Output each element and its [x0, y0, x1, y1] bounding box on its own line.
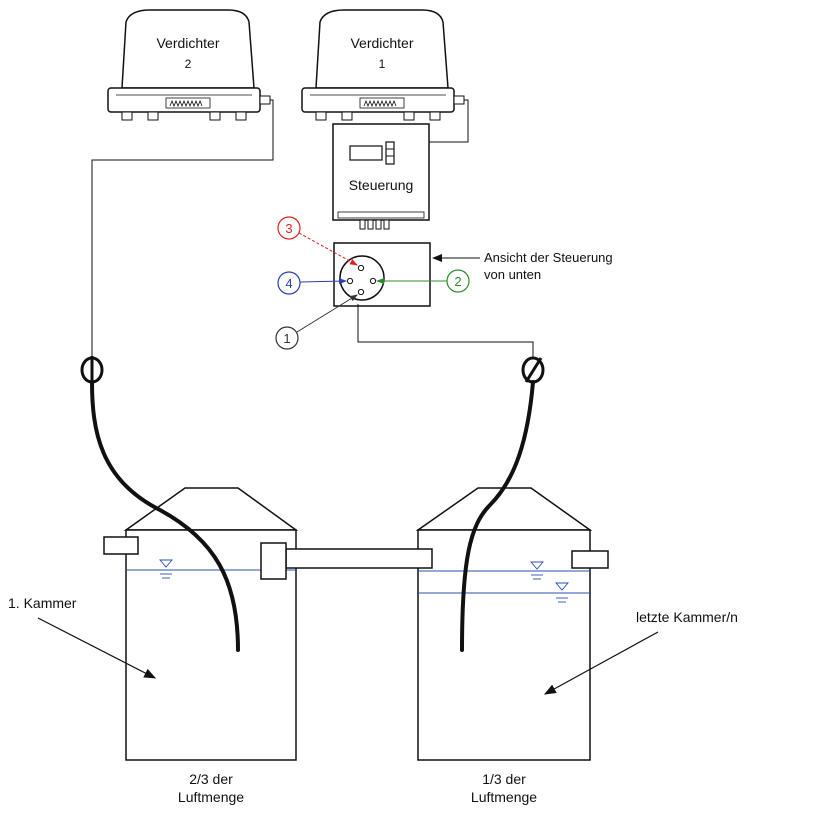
- tank-right-label: letzte Kammer/n: [636, 609, 738, 625]
- port-4-label: 4: [285, 276, 292, 291]
- aeration-hose-right: [460, 380, 535, 652]
- valve-right: [521, 356, 545, 384]
- bottom-view: Ansicht der Steuerung von unten: [333, 242, 613, 307]
- tank-left-share-1: 2/3 der: [189, 771, 233, 787]
- hose-compressor-2: [91, 99, 274, 360]
- tank-left-label: 1. Kammer: [8, 595, 77, 611]
- port-2-label: 2: [454, 274, 461, 289]
- connecting-pipe: [260, 542, 433, 580]
- tank-right-arrow: [543, 631, 659, 695]
- aeration-hose-left: [90, 380, 240, 652]
- tank-left: [103, 487, 299, 761]
- compressor-1-name: Verdichter: [350, 35, 413, 51]
- connector-socket: [339, 255, 385, 301]
- compressor-2: Verdichter 2: [107, 9, 271, 121]
- tank-left-arrow: [37, 617, 157, 679]
- inlet-pipe-left: [103, 536, 139, 555]
- display-icon: [349, 145, 383, 161]
- hose-compressor-1: [428, 99, 469, 143]
- compressor-1-number: 1: [379, 57, 386, 71]
- port-callout-4: 4: [277, 271, 347, 295]
- tank-left-share-2: Luftmenge: [178, 789, 244, 805]
- buttons-icon: [385, 141, 395, 165]
- compressor-1: Verdichter 1: [301, 9, 465, 121]
- compressor-2-number: 2: [185, 57, 192, 71]
- bottom-view-caption-1: Ansicht der Steuerung: [484, 250, 613, 265]
- compressor-2-name: Verdichter: [156, 35, 219, 51]
- port-callout-2: 2: [376, 269, 470, 293]
- outlet-pipe-right: [571, 550, 609, 569]
- port-callout-1: 1: [275, 294, 358, 350]
- tank-right-share-2: Luftmenge: [471, 789, 537, 805]
- tank-right: [415, 487, 609, 761]
- hose-control-right: [357, 304, 534, 360]
- control-unit-label: Steuerung: [349, 177, 414, 193]
- bottom-view-caption-2: von unten: [484, 267, 541, 282]
- port-callout-3: 3: [277, 216, 358, 266]
- port-1-label: 1: [283, 331, 290, 346]
- valve-left: [80, 356, 104, 384]
- control-unit: Steuerung: [332, 123, 430, 230]
- tank-right-share-1: 1/3 der: [482, 771, 526, 787]
- port-3-label: 3: [285, 221, 292, 236]
